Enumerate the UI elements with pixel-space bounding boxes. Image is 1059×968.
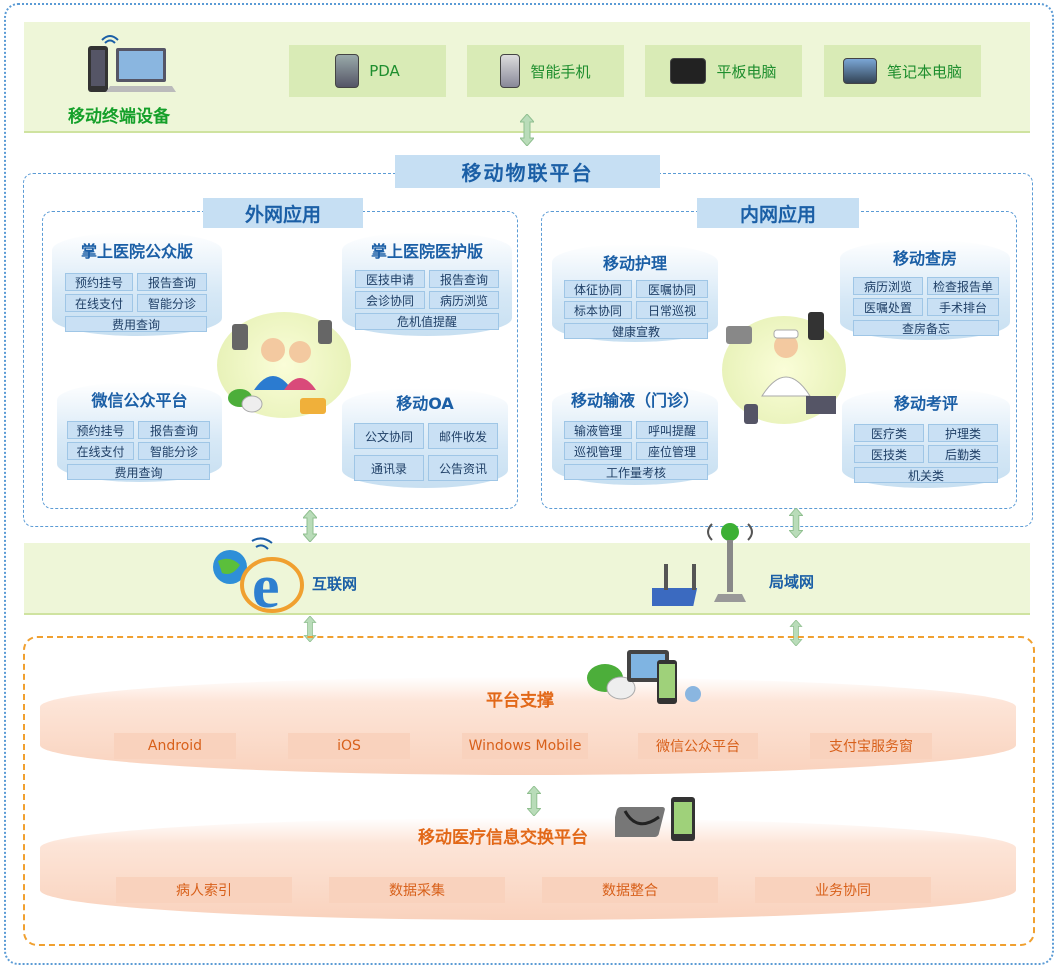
internal-title: 内网应用 bbox=[697, 198, 859, 228]
public-app-item: 智能分诊 bbox=[137, 294, 207, 312]
device-tablet: 平板电脑 bbox=[645, 45, 802, 97]
infusion-item: 呼叫提醒 bbox=[636, 421, 708, 439]
arrow-icon bbox=[527, 786, 541, 816]
oa-item: 邮件收发 bbox=[428, 423, 498, 449]
nursing-title: 移动护理 bbox=[602, 254, 667, 273]
staff-app-item: 医技申请 bbox=[355, 270, 425, 288]
evaluation-item: 后勤类 bbox=[928, 445, 998, 463]
nursing-item: 医嘱协同 bbox=[636, 280, 708, 298]
internet-icon: e bbox=[213, 537, 304, 615]
arrow-icon bbox=[303, 616, 317, 642]
wechat-item: 报告查询 bbox=[138, 421, 210, 439]
infusion-title: 移动输液（门诊） bbox=[570, 391, 699, 410]
laptop-icon bbox=[842, 58, 877, 84]
nursing-item: 标本协同 bbox=[564, 301, 632, 319]
public-app-item: 预约挂号 bbox=[65, 273, 133, 291]
infusion-item: 输液管理 bbox=[564, 421, 632, 439]
router-icon bbox=[652, 523, 753, 606]
evaluation-item: 机关类 bbox=[854, 467, 998, 483]
device-smartphone: 智能手机 bbox=[467, 45, 624, 97]
ward-item: 医嘱处置 bbox=[853, 298, 923, 316]
arrow-icon bbox=[303, 510, 317, 542]
terminal-title: 移动终端设备 bbox=[68, 107, 170, 127]
exchange-devices-icon bbox=[615, 797, 695, 841]
ward-item: 手术排台 bbox=[927, 298, 999, 316]
oa-item: 公告资讯 bbox=[428, 455, 498, 481]
oa-item: 通讯录 bbox=[354, 455, 424, 481]
support-item: iOS bbox=[288, 733, 410, 759]
exchange-item: 数据整合 bbox=[542, 877, 718, 903]
exchange-disk bbox=[40, 818, 1016, 920]
wechat-item: 智能分诊 bbox=[138, 442, 210, 460]
ward-item: 查房备忘 bbox=[853, 320, 999, 336]
oa-item: 公文协同 bbox=[354, 423, 424, 449]
smartphone-icon bbox=[500, 54, 521, 88]
support-item: Android bbox=[114, 733, 236, 759]
external-title: 外网应用 bbox=[203, 198, 363, 228]
svg-text:e: e bbox=[252, 553, 280, 615]
outer-frame bbox=[4, 3, 1054, 965]
support-title: 平台支撑 bbox=[486, 691, 554, 711]
wechat-item: 预约挂号 bbox=[67, 421, 134, 439]
support-area-box bbox=[23, 636, 1035, 946]
public-app-item: 报告查询 bbox=[137, 273, 207, 291]
staff-app-item: 会诊协同 bbox=[355, 291, 425, 309]
staff-app-item: 危机值提醒 bbox=[355, 313, 499, 330]
public-app-item: 费用查询 bbox=[65, 316, 207, 332]
public-app-title: 掌上医院公众版 bbox=[80, 242, 193, 261]
staff-app-item: 报告查询 bbox=[429, 270, 499, 288]
public-app-item: 在线支付 bbox=[65, 294, 133, 312]
arrow-icon bbox=[789, 508, 803, 538]
devices-icon bbox=[88, 35, 176, 92]
evaluation-item: 医疗类 bbox=[854, 424, 924, 442]
support-devices-icon bbox=[587, 650, 701, 704]
nursing-item: 日常巡视 bbox=[636, 301, 708, 319]
exchange-item: 数据采集 bbox=[329, 877, 505, 903]
support-item: Windows Mobile bbox=[462, 733, 588, 759]
device-pda: PDA bbox=[289, 45, 446, 97]
ward-title: 移动查房 bbox=[892, 249, 957, 268]
infusion-item: 工作量考核 bbox=[564, 464, 708, 480]
arrow-icon bbox=[789, 620, 803, 646]
nursing-item: 健康宣教 bbox=[564, 323, 708, 339]
wechat-item: 费用查询 bbox=[67, 464, 210, 480]
support-item: 支付宝服务窗 bbox=[810, 733, 932, 759]
staff-app-item: 病历浏览 bbox=[429, 291, 499, 309]
network-band bbox=[24, 543, 1030, 615]
tablet-icon bbox=[670, 58, 707, 84]
support-item: 微信公众平台 bbox=[638, 733, 758, 759]
infusion-item: 座位管理 bbox=[636, 442, 708, 460]
wechat-title: 微信公众平台 bbox=[91, 391, 188, 410]
nursing-item: 体征协同 bbox=[564, 280, 632, 298]
evaluation-item: 护理类 bbox=[928, 424, 998, 442]
exchange-item: 业务协同 bbox=[755, 877, 931, 903]
evaluation-title: 移动考评 bbox=[893, 394, 958, 413]
ward-item: 病历浏览 bbox=[853, 277, 923, 295]
lan-label: 局域网 bbox=[769, 573, 815, 591]
oa-title: 移动OA bbox=[396, 394, 454, 413]
wechat-item: 在线支付 bbox=[67, 442, 134, 460]
pda-icon bbox=[335, 54, 360, 88]
internet-label: 互联网 bbox=[312, 575, 358, 593]
users-icon bbox=[228, 320, 332, 414]
device-laptop: 笔记本电脑 bbox=[824, 45, 981, 97]
arrow-icon bbox=[520, 114, 534, 146]
exchange-item: 病人索引 bbox=[116, 877, 292, 903]
doctor-icon bbox=[726, 312, 836, 424]
exchange-title: 移动医疗信息交换平台 bbox=[418, 828, 588, 848]
ward-item: 检查报告单 bbox=[927, 277, 999, 295]
infusion-item: 巡视管理 bbox=[564, 442, 632, 460]
evaluation-item: 医技类 bbox=[854, 445, 924, 463]
staff-app-title: 掌上医院医护版 bbox=[370, 242, 483, 261]
iot-platform-title: 移动物联平台 bbox=[395, 155, 660, 188]
